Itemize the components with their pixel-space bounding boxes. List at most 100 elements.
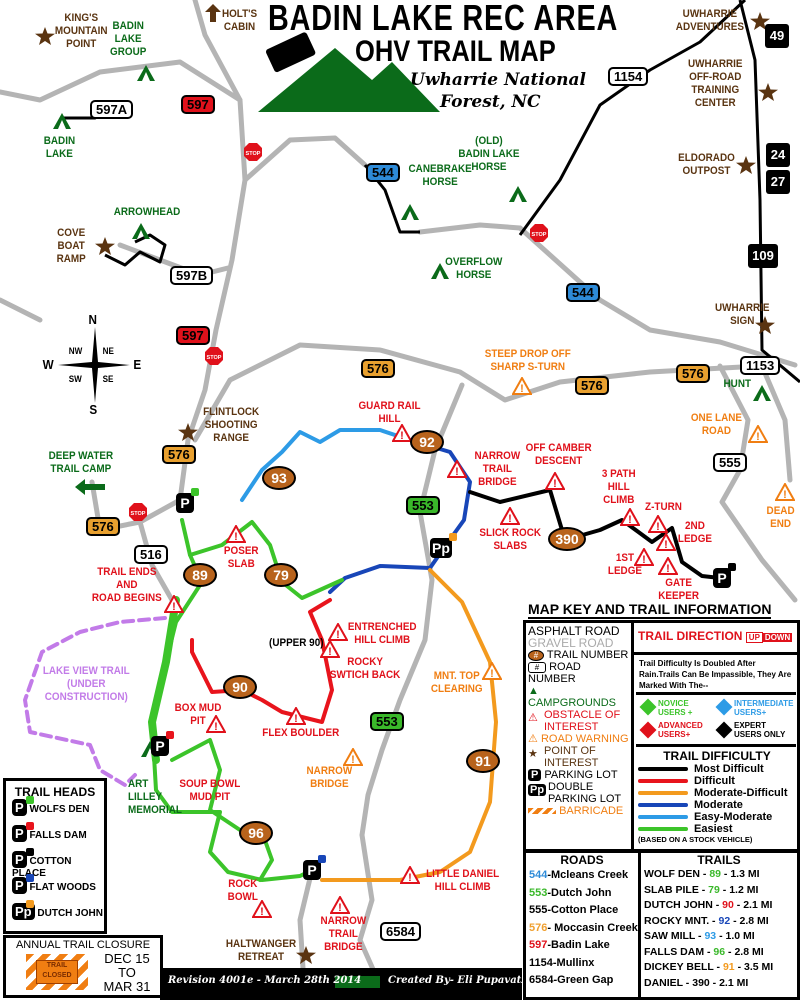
trail-79-badge[interactable]: 79 [264,563,298,587]
trail-head-color-dot [26,848,34,856]
gravel-road [417,222,523,235]
obstacle-slick-rock: SLICK ROCK SLABS [479,527,542,552]
svg-text:STOP: STOP [207,355,222,361]
trail-legend-name: DICKEY BELL - [644,961,723,973]
difficulty-row: Most Difficult [638,763,796,775]
road-warning-icon: ! [342,746,364,766]
obstacle-icon: ! [319,638,341,658]
road-555: 555 [713,453,747,472]
warning-steep-drop: STEEP DROP OFF SHARP S-TURN [484,348,571,373]
road-legend-name: -Green Gap [553,974,614,986]
legend-campgrounds: CAMPGROUNDS [528,697,617,709]
poi-flintlock: FLINTLOCK SHOOTING RANGE [203,406,260,444]
compass-sw: SW [68,374,82,384]
parking-label: P [307,862,317,878]
gravel-road [0,297,43,323]
difficulty-note: (BASED ON A STOCK VEHICLE) [638,835,753,844]
svg-text:!: ! [628,514,632,526]
trail-head-label: DUTCH JOHN [37,908,103,919]
closure-from: DEC 15 [104,951,150,966]
star-icon [755,316,775,334]
campground-icon [52,112,72,130]
svg-text:!: ! [642,554,646,566]
obstacle-icon: ! [329,894,351,914]
svg-text:!: ! [455,466,459,478]
trail-90-badge[interactable]: 90 [223,675,257,699]
legend-barricade: BARRICADE [559,805,624,817]
legend-symbols: ASPHALT ROAD GRAVEL ROAD # TRAIL NUMBER … [526,623,634,849]
road-legend-row: 576- Moccasin Creek [529,920,638,938]
trail-legend-name: DUTCH JOHN - [644,899,723,911]
svg-text:!: ! [351,754,355,766]
trail-89-badge[interactable]: 89 [183,563,217,587]
revision-text: Revision 4001e - March 28th 2014 [168,975,362,986]
camp-old-badin-horse: (OLD) BADIN LAKE HORSE [458,135,520,173]
gravel-road [192,342,763,443]
obstacle-icon: ! [163,593,185,613]
svg-text:!: ! [172,601,176,613]
star-icon [750,12,770,30]
trail-legend-number: 93 [704,930,717,942]
compass-s: S [89,402,98,417]
compass-rose-icon [58,327,130,403]
trail-head-item: P COTTON PLACE [12,848,104,879]
obstacle-poser-slab: POSER SLAB [223,545,259,570]
difficulty-row: Easy-Moderate [638,811,796,823]
road-legend-row: 6584-Green Gap [529,972,638,990]
road-legend-row: 1154-Mullinx [529,955,638,973]
star-icon [758,83,778,101]
obstacle-2nd-ledge: 2ND LEDGE [677,520,713,545]
star-icon [35,27,55,45]
trail-legend-row: DICKEY BELL - 91 - 3.5 MI [644,960,797,976]
road-544: 544 [566,283,600,302]
obstacle-soup-bowl: SOUP BOWL MUD PIT [179,778,241,803]
road-576: 576 [86,517,120,536]
camp-overflow: OVERFLOW HORSE [445,256,503,281]
parking-label: P [717,570,727,586]
parking-dutch-john[interactable]: Pp [430,533,457,558]
parking-falls-dam[interactable]: P [151,731,174,756]
gravel-road [242,135,368,183]
camp-badin-lake: BADIN LAKE [43,135,76,160]
trail-96-line [170,738,274,882]
trail-legend-length: - 3.5 MI [734,961,774,973]
road-legend-name: - Moccasin Creek [547,921,638,934]
highway-27-shield: 27 [766,170,790,194]
trail-390-badge[interactable]: 390 [548,527,586,551]
trail-390-line [468,488,722,580]
compass: N S E W NW NE SW SE [40,313,150,417]
obstacle-rock-bowl: ROCK BOWL [227,878,258,903]
compass-w: W [42,357,54,372]
obstacle-1st-ledge: 1ST LEDGE [607,552,643,577]
forest-name-line2: Forest, NC [440,92,541,112]
obstacle-icon: ! [327,621,349,641]
difficulty-swatch [638,815,688,819]
parking-wolfs-den[interactable]: P [176,488,199,513]
road-legend-number: 597 [529,939,548,951]
compass-se: SE [102,374,114,384]
trail-96-badge[interactable]: 96 [239,821,273,845]
obstacle-narrow-trail-bridge: NARROW TRAIL BRIDGE [474,450,521,488]
parking-cotton-place[interactable]: P [713,563,736,588]
poi-cove-boat-ramp: COVE BOAT RAMP [56,227,86,265]
trail-legend-row: DANIEL - 390 - 2.1 MI [644,976,797,992]
trail-91-badge[interactable]: 91 [466,749,500,773]
parking-icon: P [12,799,27,816]
trail-92-badge[interactable]: 92 [410,430,444,454]
obstacle-3-path-hill-climb: 3 PATH HILL CLIMB [601,468,636,506]
arrow-left-icon [75,478,105,496]
campground-icon [752,384,772,402]
parking-flat-woods[interactable]: P [303,855,326,880]
legend-user-levels: NOVICE USERS + INTERMEDIATE USERS+ ADVAN… [636,697,796,747]
camp-badin-lake-group: BADIN LAKE GROUP [110,20,147,58]
difficulty-label: Easiest [694,823,733,835]
obstacle-icon: ! [205,713,227,733]
legend-obstacle: OBSTACLE OF INTEREST [544,709,621,733]
trail-legend-length: - 2.8 MI [725,945,764,958]
trail-93-badge[interactable]: 93 [262,466,296,490]
trail-91-line [320,568,498,882]
barricade-icon [528,808,556,814]
road-legend-name: -Mullinx [552,956,595,969]
camp-arrowhead: ARROWHEAD [113,206,181,218]
